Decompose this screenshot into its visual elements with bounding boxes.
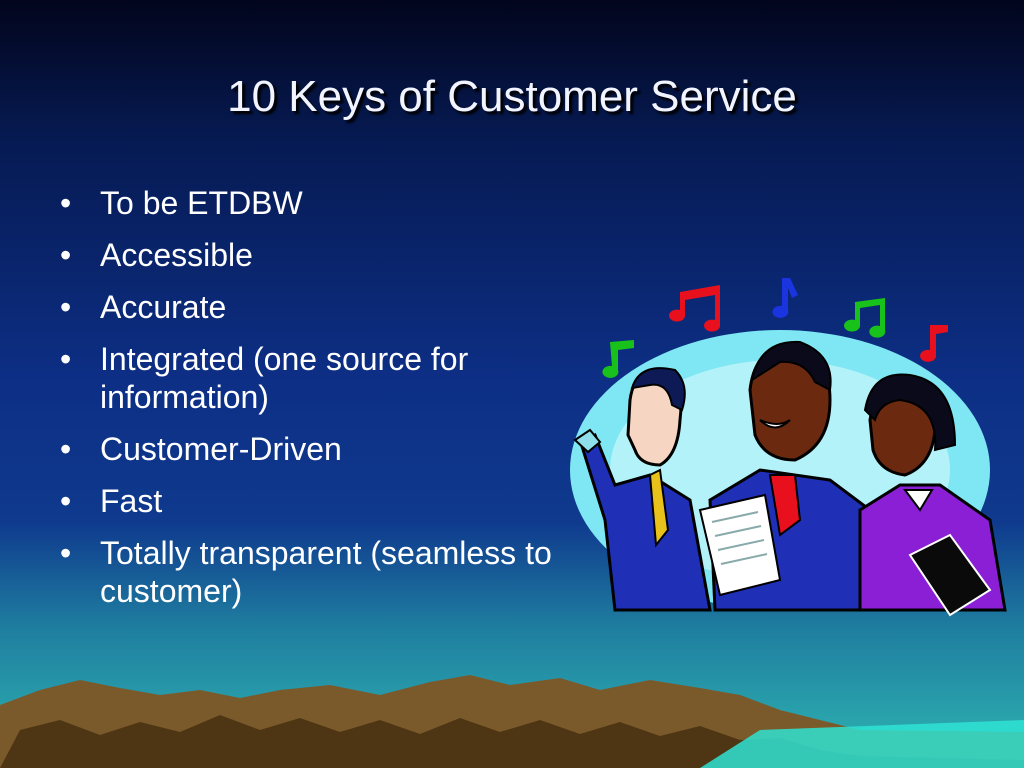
bullet-item: • Integrated (one source for information) [60, 340, 580, 416]
bullet-item: • Customer-Driven [60, 430, 580, 468]
bullet-text: Accurate [100, 289, 227, 325]
music-note-icon [772, 278, 798, 318]
slide-title: 10 Keys of Customer Service [227, 72, 797, 121]
music-note-icon [844, 298, 886, 338]
music-note-icon [920, 325, 948, 362]
bullet-marker: • [60, 185, 72, 221]
bullet-item: • Fast [60, 482, 580, 520]
music-note-icon [669, 285, 721, 332]
bullet-marker: • [60, 289, 72, 325]
bullet-marker: • [60, 431, 72, 467]
singers-illustration [570, 278, 1007, 617]
bullet-text: To be ETDBW [100, 185, 303, 221]
bullet-item: • Accessible [60, 236, 580, 274]
person-right [858, 373, 1007, 617]
bullet-marker: • [60, 237, 72, 273]
bullet-text: Customer-Driven [100, 431, 342, 467]
bullet-list: • To be ETDBW • Accessible • Accurate • Inte… [60, 184, 580, 624]
bullet-text: Totally transparent (seamless to custome… [100, 535, 552, 609]
mountain-range [0, 675, 1024, 768]
bullet-text: Accessible [100, 237, 253, 273]
bullet-item: • Accurate [60, 288, 580, 326]
music-note-icon [602, 340, 634, 378]
bullet-marker: • [60, 483, 72, 519]
bullet-marker: • [60, 341, 72, 377]
bullet-text: Fast [100, 483, 163, 519]
person-left [573, 367, 712, 612]
bullet-text: Integrated (one source for information) [100, 341, 469, 415]
bullet-item: • Totally transparent (seamless to custom… [60, 534, 580, 610]
bullet-item: • To be ETDBW [60, 184, 580, 222]
bullet-marker: • [60, 535, 72, 571]
person-middle [698, 340, 882, 612]
